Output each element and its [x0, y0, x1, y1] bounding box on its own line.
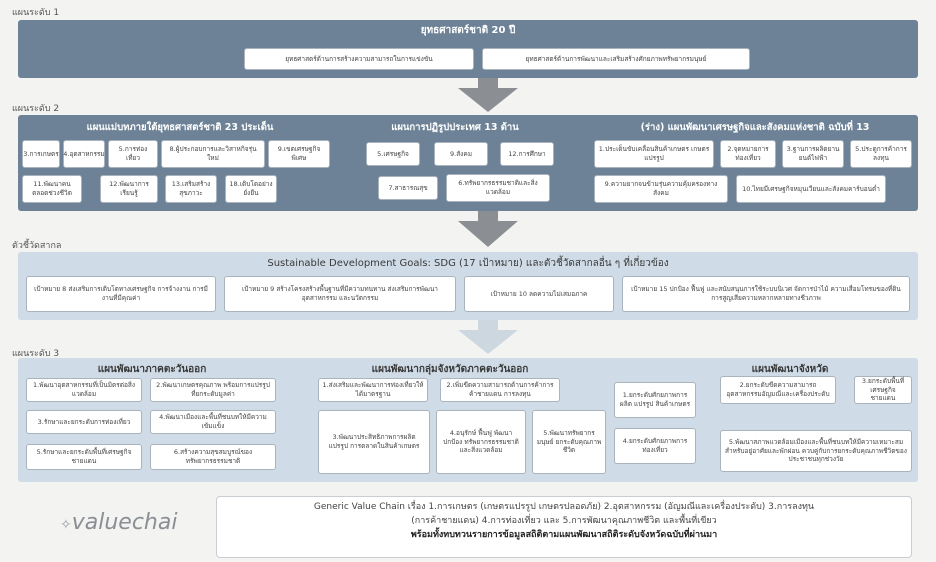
regional-item: 1.พัฒนาอุตสาหกรรมที่เป็นมิตรต่อสิ่งแวดล้… [26, 378, 142, 402]
master-plan-item: 11.พัฒนาคนตลอดช่วงชีวิต [22, 175, 82, 203]
sdg-goal: เป้าหมาย 8 ส่งเสริมการเติบโตทางเศรษฐกิจ … [26, 276, 216, 312]
level1-label: แผนระดับ 1 [12, 8, 60, 18]
value-chain-line-2: (การค้าชายแดน) 4.การท่องเที่ยว และ 5.การ… [411, 515, 717, 526]
master-plan-item: 9.เขตเศรษฐกิจพิเศษ [268, 140, 330, 168]
value-chain-line-1: Generic Value Chain เรื่อง 1.การเกษตร (เ… [313, 502, 815, 512]
sdg-goal: เป้าหมาย 9 สร้างโครงสร้างพื้นฐานที่มีควา… [224, 276, 456, 312]
master-plan-item: 3.การเกษตร [22, 140, 60, 168]
reform-item: 6.ทรัพยากรธรรมชาติและสิ่งแวดล้อม [446, 174, 550, 202]
cluster-item: 2.เพิ่มขีดความสามารถด้านการค้าการค้าชายแ… [440, 378, 560, 402]
regional-item: 3.รักษาและยกระดับการท่องเที่ยว [26, 410, 142, 434]
reform-item: 12.การศึกษา [500, 142, 554, 166]
master-plan-item: 8.ผู้ประกอบการและวิสาหกิจรุ่นใหม่ [161, 140, 265, 168]
province-item: 2.ยกระดับขีดความสามารถอุตสาหกรรมอัญมณีแล… [720, 376, 836, 404]
level1-strategy-1: ยุทธศาสตร์ด้านการสร้างความสามารถในการแข่… [244, 48, 474, 70]
regional-item: 2.พัฒนาเกษตรคุณภาพ พร้อมการแปรรูป ที่ยกร… [150, 378, 276, 402]
level2-label: แผนระดับ 2 [12, 104, 60, 114]
arrow-stem-1 [478, 78, 498, 88]
cluster-item: 5.พัฒนาทรัพยากรมนุษย์ ยกระดับคุณภาพชีวิต [532, 410, 606, 474]
master-plan-item: 5.การท่องเที่ยว [108, 140, 158, 168]
arrow-stem-3 [478, 320, 498, 330]
regional-title: แผนพัฒนาภาคตะวันออก [97, 364, 207, 375]
arrow-head-1 [458, 88, 518, 112]
nesdp-item: 9.ความยากจนข้ามรุ่นความคุ้มครองทางสังคม [594, 175, 728, 203]
regional-item: 6.สร้างความสุขสมบูรณ์ของทรัพยากรธรรมชาติ [150, 444, 276, 470]
regional-item: 5.รักษาและยกระดับพื้นที่เศรษฐกิจชายแดน [26, 444, 142, 470]
nesdp-item: 10.ไทยมีเศรษฐกิจหมุนเวียนและสังคมคาร์บอน… [736, 175, 886, 203]
arrow-head-2 [458, 221, 518, 247]
indicators-title: Sustainable Development Goals: SDG (17 เ… [267, 258, 669, 269]
value-chain-line-3: พร้อมทั้งทบทวนรายการข้อมูลสถิติตามแผนพัฒ… [410, 529, 718, 540]
province-item: 5.พัฒนาสภาพแวดล้อมเมืองและพื้นที่ชนบทให้… [720, 430, 912, 472]
reform-item: 5.เศรษฐกิจ [366, 142, 420, 166]
master-plan-item: 18.เติบโตอย่างยั่งยืน [225, 175, 277, 203]
sdg-goal: เป้าหมาย 10 ลดความไม่เสมอภาค [464, 276, 614, 312]
arrow-head-3 [458, 330, 518, 354]
master-plan-item: 12.พัฒนาการเรียนรู้ [100, 175, 158, 203]
province-title: แผนพัฒนาจังหวัด [751, 364, 829, 375]
reform-item: 7.สาธารณสุข [378, 176, 438, 200]
nesdp-item: 1.ประเด็นขับเคลื่อนสินค้าเกษตร เกษตรแปรร… [594, 140, 714, 168]
value-chain-box: Generic Value Chain เรื่อง 1.การเกษตร (เ… [216, 496, 912, 558]
cluster-title: แผนพัฒนากลุ่มจังหวัดภาคตะวันออก [371, 364, 529, 375]
level1-strategy-2: ยุทธศาสตร์ด้านการพัฒนาและเสริมสร้างศักยภ… [482, 48, 750, 70]
master-plan-item: 4.อุตสาหกรรม [63, 140, 105, 168]
level3-label: แผนระดับ 3 [12, 349, 60, 359]
reform-item: 9.สังคม [434, 142, 488, 166]
master-plan-title: แผนแม่บทภายใต้ยุทธศาสตร์ชาติ 23 ประเด็น [86, 122, 274, 133]
reform-title: แผนการปฏิรูปประเทศ 13 ด้าน [391, 122, 519, 133]
level1-header: ยุทธศาสตร์ชาติ 20 ปี [420, 25, 516, 36]
sparkle-icon: ✧ [60, 517, 72, 533]
nesdp-item: 3.ฐานการผลิตยานยนต์ไฟฟ้า [782, 140, 844, 168]
arrow-stem-2 [478, 211, 498, 221]
province-item: 4.ยกระดับศักยภาพการท่องเที่ยว [614, 428, 696, 464]
nesdp-item: 5.ประตูการค้าการลงทุน [850, 140, 912, 168]
province-item: 3.ยกระดับพื้นที่เศรษฐกิจชายแดน [854, 376, 912, 404]
sdg-goal: เป้าหมาย 15 ปกป้อง ฟื้นฟู และสนับสนุนการ… [622, 276, 910, 312]
master-plan-item: 13.เสริมสร้างสุขภาวะ [165, 175, 217, 203]
indicators-label: ตัวชี้วัดสากล [12, 241, 62, 251]
regional-item: 4.พัฒนาเมืองและพื้นที่ชนบทให้มีความเข้มแ… [150, 410, 276, 434]
cluster-item: 3.พัฒนาประสิทธิภาพการผลิต แปรรูป การตลาด… [318, 410, 430, 474]
province-item: 1.ยกระดับศักยภาพการผลิต แปรรูป สินค้าเกษ… [614, 382, 696, 418]
nesdp-item: 2.จุดหมายการท่องเที่ยว [720, 140, 776, 168]
cluster-item: 1.ส่งเสริมและพัฒนาการท่องเที่ยวให้ได้มาต… [318, 378, 428, 402]
nesdp-title: (ร่าง) แผนพัฒนาเศรษฐกิจและสังคมแห่งชาติ … [640, 122, 870, 133]
valuechain-logo: ✧valuechai [60, 510, 178, 535]
cluster-item: 4.อนุรักษ์ ฟื้นฟู พัฒนา ปกป้อง ทรัพยากรธ… [436, 410, 526, 474]
